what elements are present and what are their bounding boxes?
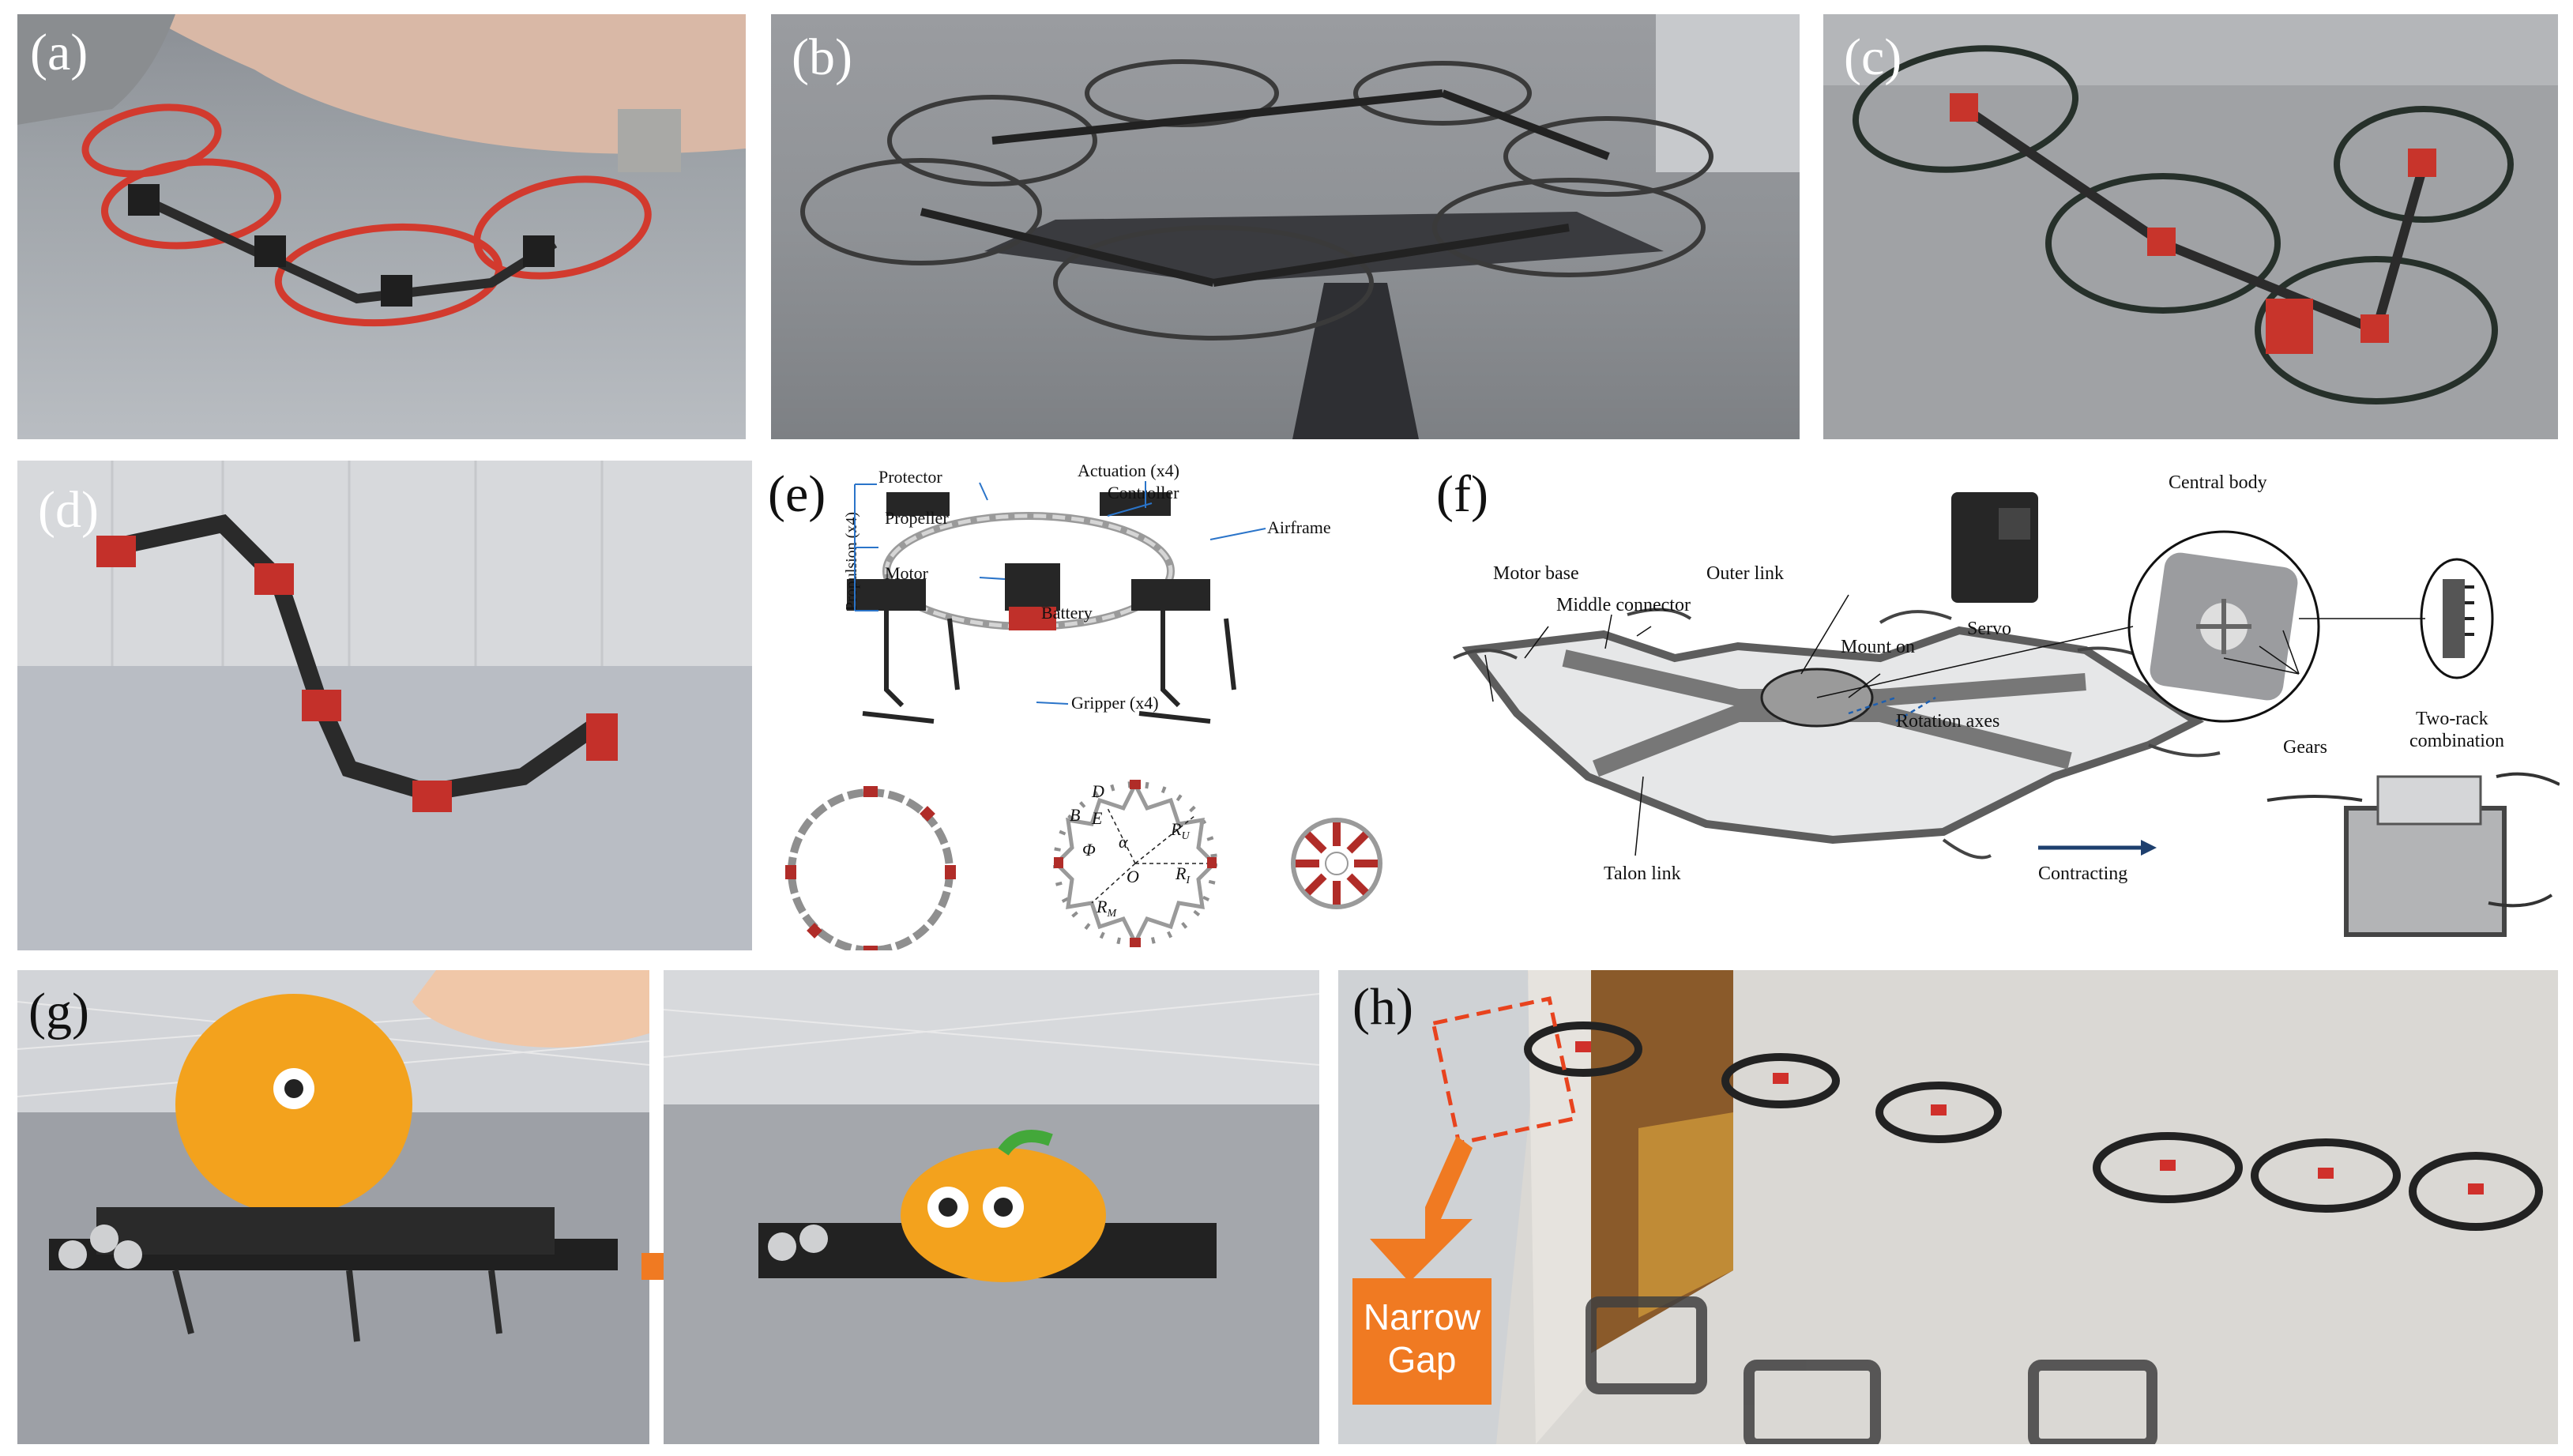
narrow-gap-tag (1352, 1278, 1492, 1405)
label-motor-base: Motor base (1493, 563, 1579, 584)
geom-label-phi: Φ (1082, 840, 1096, 860)
diagram-panel-f: Central body Motor base Middle connector… (1406, 461, 2560, 950)
geom-label-e: E (1091, 808, 1103, 828)
narrow-gap-line1: Narrow (1363, 1296, 1481, 1337)
photo-panel-b: (b) (771, 14, 1800, 439)
label-servo: Servo (1967, 619, 2011, 639)
drone-photo-d (17, 461, 752, 950)
label-propeller: Propeller (885, 508, 949, 528)
geom-label-ru: RU (1170, 819, 1190, 842)
foldable-drone-diagram: Central body Motor base Middle connector… (1453, 472, 2560, 937)
two-rack-inset (2420, 558, 2494, 679)
photo-panel-g-before: (g) (17, 970, 649, 1444)
label-airframe: Airframe (1267, 517, 1331, 537)
grasp-photo-before (17, 970, 649, 1444)
contracted-drone-render (2266, 772, 2560, 937)
morphing-drone-diagram: Propulsion (x4) Protector Propeller Moto… (785, 461, 1382, 950)
servo-render (1951, 492, 2038, 603)
photo-panel-a: (a) (17, 14, 746, 439)
label-combination: combination (2409, 731, 2504, 751)
drone-frame-render (1453, 608, 2221, 860)
geom-label-alpha: α (1119, 832, 1128, 852)
label-propulsion: Propulsion (x4) (843, 512, 860, 611)
photo-panel-h: (h) Narrow Gap (1338, 970, 2558, 1444)
panel-label-f: (f) (1436, 465, 1488, 523)
label-middle-connector: Middle connector (1556, 595, 1691, 615)
label-mount-on: Mount on (1841, 637, 1915, 657)
panel-label-b: (b) (792, 28, 852, 86)
label-protector: Protector (878, 467, 942, 487)
geom-label-ri: RI (1175, 863, 1191, 886)
label-central-body: Central body (2169, 472, 2267, 493)
narrow-gap-highlight (1431, 996, 1578, 1146)
ring-geometry: D B E Φ α RU RI O RM (1053, 780, 1217, 947)
panel-label-h: (h) (1352, 978, 1413, 1036)
photo-panel-c: (c) (1823, 14, 2558, 439)
grasp-photo-after (664, 970, 1319, 1444)
label-outer-link: Outer link (1706, 563, 1784, 584)
photo-panel-g-after (664, 970, 1319, 1444)
ring-contracted (1291, 818, 1382, 909)
narrow-gap-label: Narrow Gap (1352, 1296, 1492, 1381)
drone-render (847, 492, 1236, 724)
gap-traversal-photo (1338, 970, 2558, 1444)
label-battery: Battery (1041, 603, 1093, 623)
label-two-rack: Two-rack (2416, 709, 2488, 729)
panel-label-e: (e) (768, 465, 826, 523)
label-talon-link: Talon link (1604, 863, 1681, 884)
geom-label-rm: RM (1096, 897, 1117, 920)
label-gripper: Gripper (x4) (1071, 693, 1159, 713)
label-motor: Motor (885, 563, 929, 583)
label-rotation-axes: Rotation axes (1896, 711, 1999, 732)
gap-pointer-arrow (1370, 1136, 1473, 1282)
photo-panel-d: (d) (17, 461, 752, 950)
panel-label-a: (a) (30, 24, 88, 81)
ring-expanded (785, 786, 956, 950)
label-gears: Gears (2283, 737, 2327, 758)
panel-label-g: (g) (28, 983, 89, 1040)
central-body-inset (2127, 530, 2320, 723)
contracting-arrow (2038, 840, 2157, 856)
label-controller: Controller (1108, 483, 1179, 502)
geom-label-o: O (1127, 867, 1139, 886)
panel-label-d: (d) (38, 481, 99, 539)
diagram-panel-e: Propulsion (x4) Protector Propeller Moto… (768, 461, 1384, 950)
panel-label-c: (c) (1844, 28, 1902, 86)
geom-label-b: B (1070, 805, 1080, 825)
drone-photo-b (771, 14, 1800, 439)
narrow-gap-line2: Gap (1387, 1339, 1457, 1380)
drone-photo-a (17, 14, 746, 439)
label-contracting: Contracting (2038, 863, 2127, 884)
geom-label-d: D (1091, 781, 1104, 801)
label-actuation: Actuation (x4) (1078, 461, 1179, 480)
drone-photo-c (1823, 14, 2558, 439)
